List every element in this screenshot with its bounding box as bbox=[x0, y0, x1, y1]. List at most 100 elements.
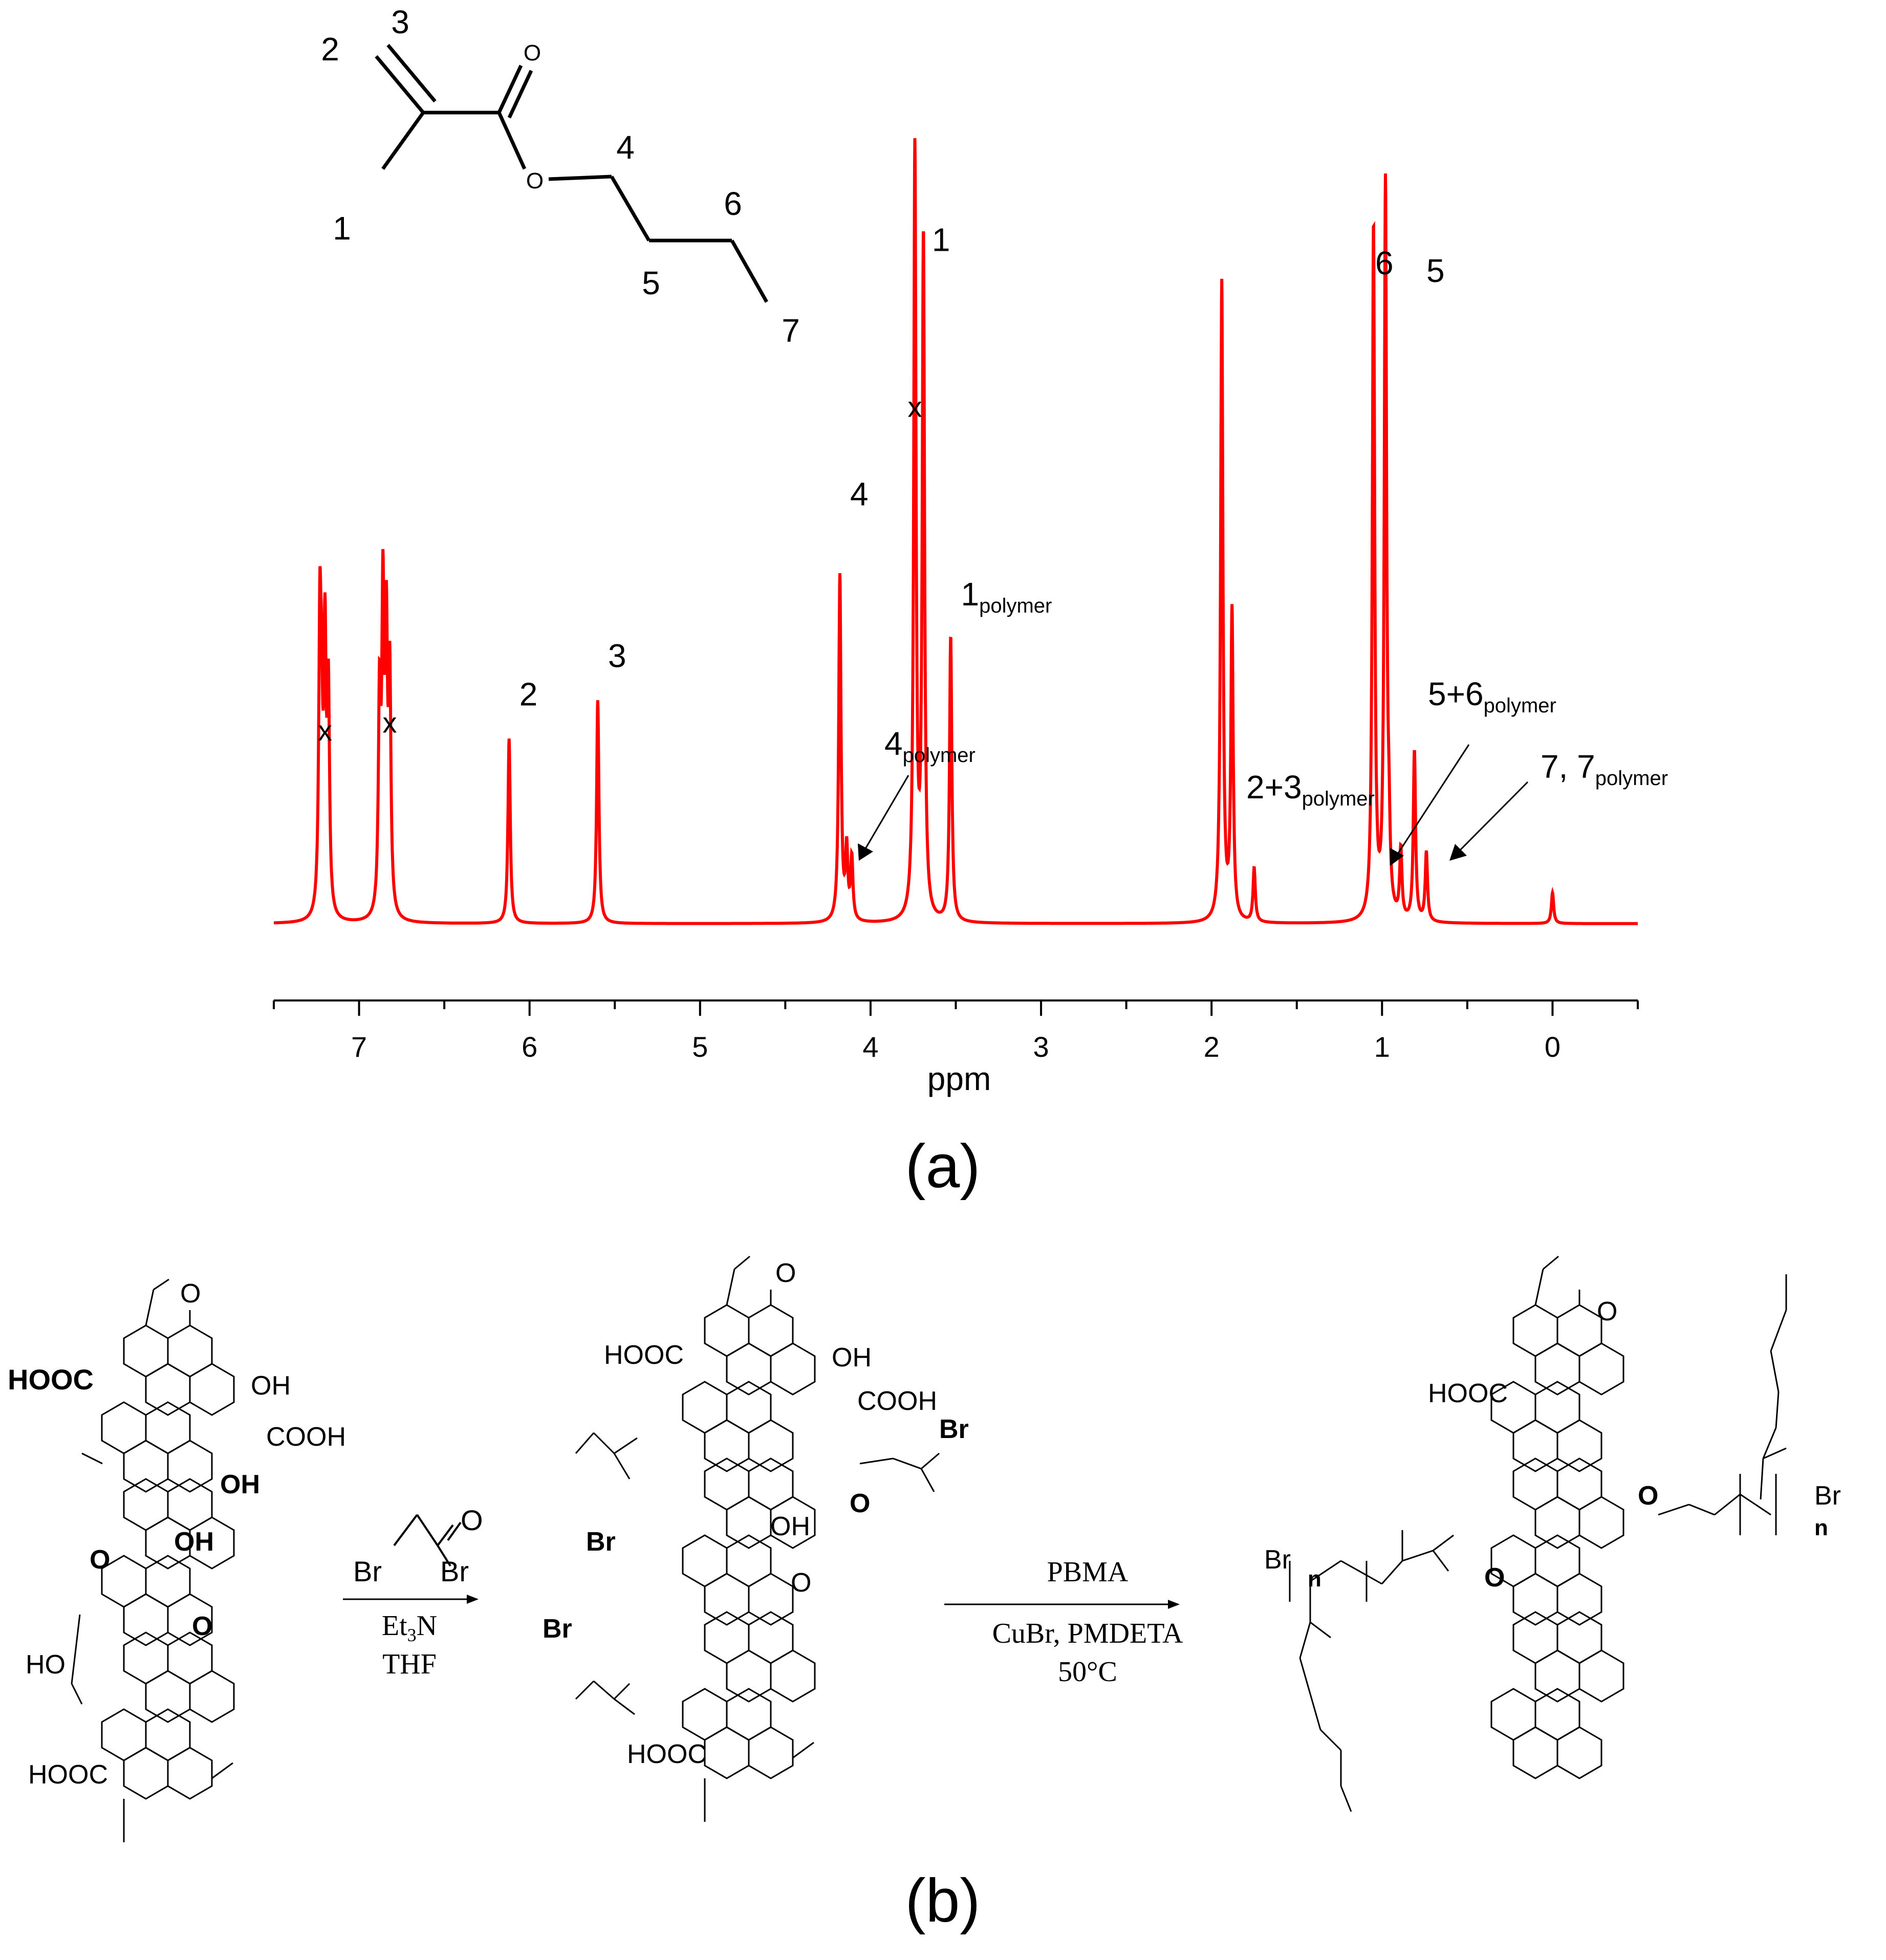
arrow-head bbox=[1390, 848, 1404, 866]
svg-text:HOOC: HOOC bbox=[627, 1739, 707, 1769]
svg-text:Br: Br bbox=[1814, 1481, 1841, 1511]
bromoisobutyryl-bromide bbox=[393, 1514, 462, 1567]
svg-text:2: 2 bbox=[321, 31, 339, 68]
arrow-head bbox=[1168, 1600, 1180, 1609]
go-pbma-product-structure: HOOC Br n Br n O O O bbox=[1264, 1255, 1841, 1812]
reaction-step-2: PBMA CuBr, PMDETA 50°C bbox=[944, 1556, 1183, 1688]
svg-text:Et3N: Et3N bbox=[382, 1610, 437, 1645]
go-initiator-structure: HOOC OH COOH Br O Br Br OH O HOOC O bbox=[543, 1255, 969, 1822]
svg-text:COOH: COOH bbox=[857, 1386, 937, 1416]
x-tick-label: 1 bbox=[1374, 1031, 1390, 1063]
svg-text:O: O bbox=[524, 40, 541, 66]
svg-text:5: 5 bbox=[642, 265, 660, 301]
peak-label: 1polymer bbox=[961, 576, 1052, 617]
svg-text:Br: Br bbox=[586, 1527, 616, 1557]
svg-text:O: O bbox=[850, 1489, 870, 1518]
svg-text:50°C: 50°C bbox=[1058, 1656, 1117, 1688]
go-initiator-labels: HOOC OH COOH Br O Br Br OH O HOOC O bbox=[543, 1258, 969, 1769]
svg-text:O: O bbox=[90, 1545, 110, 1575]
peak-label: 3 bbox=[608, 637, 626, 674]
arrow-head bbox=[467, 1595, 479, 1604]
annotation-arrow bbox=[864, 775, 909, 850]
svg-text:1: 1 bbox=[333, 210, 351, 247]
graphene-oxide-structure: HOOC OH COOH OH OH O O HO HOOC O bbox=[8, 1278, 346, 1842]
svg-text:COOH: COOH bbox=[266, 1422, 346, 1452]
x-tick-label: 3 bbox=[1033, 1031, 1049, 1063]
svg-text:OH: OH bbox=[832, 1343, 872, 1373]
x-tick-label: 4 bbox=[862, 1031, 878, 1063]
svg-text:HOOC: HOOC bbox=[8, 1363, 94, 1396]
annotation-5-6-polymer: 5+6polymer bbox=[1390, 676, 1556, 866]
peak-label: 1 bbox=[932, 222, 950, 258]
peak-label: 5 bbox=[1426, 252, 1445, 289]
annotation-4-polymer: 4polymer bbox=[858, 725, 975, 861]
svg-text:OH: OH bbox=[174, 1527, 214, 1557]
x-axis-ticks: 7 6 5 4 3 2 1 0 bbox=[273, 1000, 1639, 1063]
reaction-step-1: Br Br O Et3N THF bbox=[343, 1504, 483, 1680]
x-axis: 7 6 5 4 3 2 1 0 bbox=[273, 999, 1639, 1063]
x-tick-label: 6 bbox=[522, 1031, 537, 1063]
svg-text:OH: OH bbox=[770, 1512, 810, 1541]
x-axis-label: ppm bbox=[927, 1060, 991, 1097]
svg-text:O: O bbox=[461, 1504, 483, 1536]
arrow-head bbox=[858, 843, 873, 861]
svg-text:PBMA: PBMA bbox=[1047, 1556, 1129, 1588]
svg-text:O: O bbox=[1638, 1481, 1658, 1511]
graphene-oxide-labels: HOOC OH COOH OH OH O O HO HOOC O bbox=[8, 1279, 346, 1790]
panel-label-a: (a) bbox=[905, 1132, 981, 1201]
nmr-spectrum-line bbox=[274, 138, 1638, 925]
svg-text:HOOC: HOOC bbox=[1428, 1379, 1508, 1408]
annotation-arrow bbox=[1459, 781, 1529, 852]
svg-text:OH: OH bbox=[220, 1470, 260, 1499]
svg-text:OH: OH bbox=[251, 1371, 291, 1401]
peak-label: 6 bbox=[1375, 245, 1394, 281]
x-tick-label: 2 bbox=[1204, 1031, 1220, 1063]
svg-text:6: 6 bbox=[724, 185, 742, 222]
svg-text:O: O bbox=[192, 1611, 212, 1641]
butyl-methacrylate-structure bbox=[375, 43, 769, 303]
x-tick-label: 0 bbox=[1545, 1031, 1560, 1063]
svg-text:O: O bbox=[526, 168, 544, 193]
peak-point bbox=[321, 769, 322, 770]
svg-text:THF: THF bbox=[382, 1648, 437, 1680]
peak-label: 4 bbox=[850, 475, 869, 512]
annotation-2-3-polymer: 2+3polymer bbox=[1246, 769, 1375, 810]
impurity-mark: x bbox=[318, 714, 332, 747]
peak-label: 2 bbox=[519, 676, 538, 713]
svg-text:O: O bbox=[180, 1279, 201, 1309]
x-tick-label: 5 bbox=[692, 1031, 708, 1063]
svg-text:O: O bbox=[1597, 1297, 1617, 1326]
impurity-mark: x bbox=[383, 707, 397, 739]
svg-text:7: 7 bbox=[782, 312, 800, 349]
svg-text:5+6polymer: 5+6polymer bbox=[1428, 676, 1556, 717]
panel-label-b: (b) bbox=[905, 1866, 981, 1935]
x-tick-label: 7 bbox=[351, 1031, 367, 1063]
svg-text:Br: Br bbox=[543, 1614, 572, 1644]
svg-text:Br: Br bbox=[1264, 1545, 1291, 1575]
svg-text:4polymer: 4polymer bbox=[884, 725, 975, 767]
svg-text:4: 4 bbox=[616, 129, 635, 166]
annotation-7-polymer: 7, 7polymer bbox=[1449, 748, 1668, 861]
svg-text:n: n bbox=[1308, 1566, 1321, 1592]
svg-text:Br: Br bbox=[353, 1555, 382, 1587]
svg-text:7, 7polymer: 7, 7polymer bbox=[1541, 748, 1668, 790]
svg-text:HOOC: HOOC bbox=[604, 1340, 684, 1370]
svg-text:Br: Br bbox=[440, 1555, 469, 1587]
svg-text:3: 3 bbox=[391, 4, 409, 40]
svg-text:n: n bbox=[1814, 1515, 1828, 1540]
svg-text:O: O bbox=[1484, 1563, 1505, 1593]
svg-text:HOOC: HOOC bbox=[28, 1760, 108, 1790]
arrow-head bbox=[1449, 844, 1467, 861]
go-pbma-labels: HOOC Br n Br n O O O bbox=[1264, 1297, 1841, 1593]
annotation-arrow bbox=[1396, 744, 1470, 855]
svg-text:CuBr, PMDETA: CuBr, PMDETA bbox=[992, 1618, 1183, 1649]
impurity-marks: x x x bbox=[318, 391, 922, 747]
svg-text:HO: HO bbox=[26, 1650, 66, 1680]
svg-text:Br: Br bbox=[939, 1414, 969, 1444]
impurity-mark: x bbox=[908, 391, 922, 423]
peak-point bbox=[1389, 862, 1390, 863]
svg-text:O: O bbox=[791, 1568, 811, 1598]
